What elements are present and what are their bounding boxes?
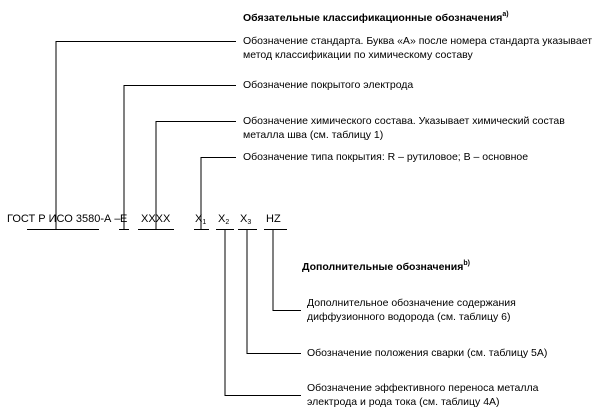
mandatory-item-standard: Обозначение стандарта. Буква «А» после н… — [243, 35, 593, 61]
hydrogen-code: HZ — [266, 213, 281, 225]
position-code-x3: X3 — [240, 213, 252, 226]
mandatory-item-chemical: Обозначение химического состава. Указыва… — [243, 115, 565, 141]
transfer-code-x2: X2 — [218, 213, 230, 226]
mandatory-item-electrode: Обозначение покрытого электрода — [243, 79, 414, 91]
mandatory-item-coating: Обозначение типа покрытия: R – рутиловое… — [243, 151, 529, 163]
leader-standard — [55, 41, 236, 229]
optional-item-position: Обозначение положения сварки (см. таблиц… — [307, 347, 548, 359]
optional-item-transfer: Обозначение эффективного переноса металл… — [307, 382, 539, 408]
optional-heading-text: Дополнительные обозначения — [302, 261, 464, 273]
coating-code-x1: X1 — [195, 213, 207, 226]
leader-hz — [272, 229, 301, 311]
electrode-code: E — [120, 213, 128, 225]
optional-footnote-mark: b) — [463, 260, 470, 267]
mandatory-heading-text: Обязательные классификационные обозначен… — [243, 12, 503, 24]
chemical-code: XXXX — [141, 213, 171, 225]
leader-x3 — [246, 229, 301, 354]
mandatory-footnote-mark: a) — [502, 11, 509, 18]
standard-code: ГОСТ Р ИСО 3580-А – — [7, 213, 121, 225]
optional-heading: Дополнительные обозначенияb) — [302, 257, 470, 274]
mandatory-heading: Обязательные классификационные обозначен… — [243, 8, 509, 25]
leader-electrode — [123, 85, 236, 229]
leader-x2 — [224, 229, 301, 396]
leader-chemical — [155, 121, 236, 229]
leader-x1 — [200, 157, 236, 229]
